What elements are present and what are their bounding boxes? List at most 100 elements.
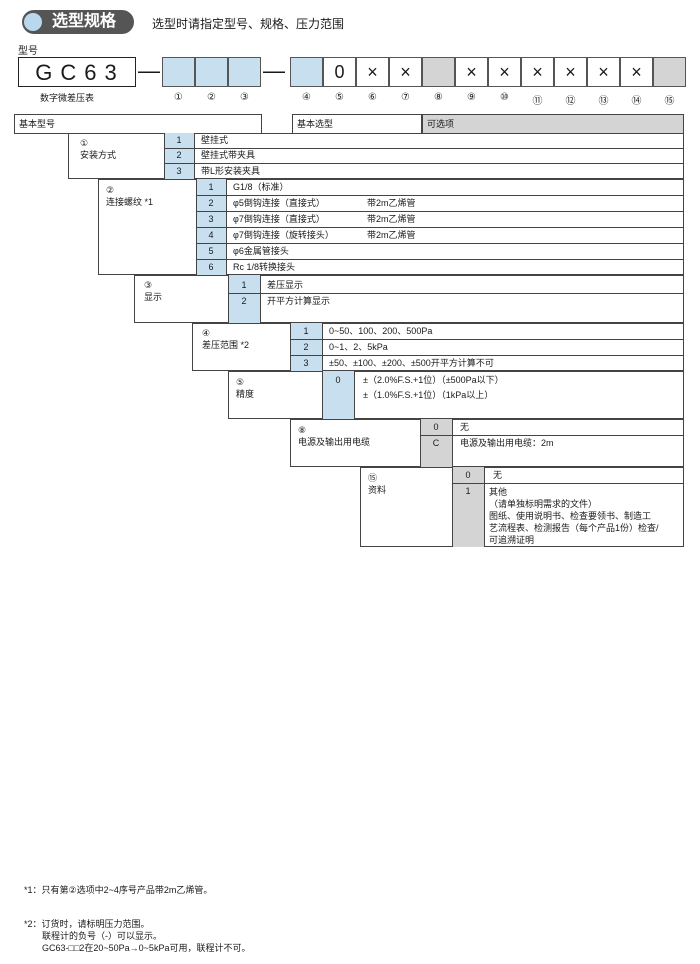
option-desc-line: 可追溯证明 (489, 535, 535, 545)
option-code: 1 (303, 326, 309, 336)
slot-number: ⑥ (368, 92, 377, 103)
model-slot: × (554, 57, 587, 87)
option-desc-line: （请单独标明需求的文件） (489, 499, 598, 509)
model-slot (228, 57, 261, 87)
option-desc: Rc 1/8转换接头 (233, 262, 296, 272)
bar-basic-selection: 基本选型 (292, 114, 422, 134)
option-desc: ±（2.0%F.S.+1位）（±500Pa以下） (363, 375, 504, 385)
option-desc-line: 其他 (489, 487, 508, 497)
option-code: 2 (303, 342, 309, 352)
section-display-num: ③ (144, 280, 153, 290)
section-mounting-num: ① (80, 138, 89, 148)
option-desc: 壁挂式带夹具 (201, 150, 256, 160)
section-thread-num: ② (106, 185, 115, 195)
model-slot: 0 (323, 57, 356, 87)
option-desc-2: ±（1.0%F.S.+1位）（1kPa以上） (363, 390, 494, 400)
option-desc: ±50、±100、±200、±500开平方计算不可 (329, 358, 494, 368)
option-desc: φ6金属管接头 (233, 246, 289, 256)
slot-number: ⑫ (565, 96, 576, 107)
option-code: 3 (303, 358, 309, 368)
option-desc: G1/8（标准） (233, 182, 289, 192)
option-desc: 壁挂式 (201, 135, 229, 145)
slot-number: ⑦ (401, 92, 410, 103)
section-range-num: ④ (202, 328, 211, 338)
option-desc: φ5倒钩连接（直接式） (233, 198, 325, 208)
model-slot (653, 57, 686, 87)
option-desc: φ7倒钩连接（旋转接头） (233, 230, 334, 240)
section-cable (290, 419, 684, 467)
option-code: 2 (176, 150, 182, 160)
slot-number: ③ (240, 92, 249, 103)
option-desc: 0~1、2、5kPa (329, 342, 388, 352)
option-code: 5 (208, 246, 214, 256)
header-subtitle: 选型时请指定型号、规格、压力范围 (152, 17, 345, 31)
model-slot: × (587, 57, 620, 87)
option-code: 4 (208, 230, 214, 240)
section-documents-num: ⑮ (368, 473, 378, 483)
model-slot: × (455, 57, 488, 87)
section-range (192, 323, 684, 371)
slot-number: ① (174, 92, 183, 103)
option-code: 0 (335, 375, 341, 385)
option-desc: 无 (460, 422, 470, 432)
option-code: 1 (241, 280, 247, 290)
slot-number: ⑨ (467, 92, 476, 103)
bar-basic-model: 基本型号 (14, 114, 262, 134)
model-slot (290, 57, 323, 87)
option-code: C (432, 438, 440, 448)
slot-number: ⑩ (500, 92, 509, 103)
section-accuracy-title: 精度 (236, 389, 255, 399)
option-desc: 无 (493, 470, 503, 480)
model-slot (162, 57, 195, 87)
dash-2: — (263, 58, 285, 83)
footnote-2-line2: 联程计的负号（-）可以显示。 (42, 931, 162, 941)
model-slot: × (389, 57, 422, 87)
option-code: 3 (208, 214, 214, 224)
section-display (134, 275, 684, 323)
footnote-1: *1：只有第②选项中2~4序号产品带2m乙烯管。 (24, 885, 213, 895)
option-desc: 电源及输出用电缆：2m (460, 438, 554, 448)
option-code: 1 (176, 135, 182, 145)
section-documents (360, 467, 684, 547)
dash-1: — (138, 58, 160, 83)
slot-number: ⑭ (631, 96, 642, 107)
option-extra: 带2m乙烯管 (367, 198, 416, 208)
option-desc: 带L形安装夹具 (201, 166, 261, 176)
section-thread-title: 连接螺纹 *1 (106, 197, 154, 207)
option-desc-line: 图纸、使用说明书、检查要领书、制造工 (489, 511, 652, 521)
section-accuracy (228, 371, 684, 419)
model-slot: × (620, 57, 653, 87)
model-slot: × (488, 57, 521, 87)
option-code: 3 (176, 166, 182, 176)
slot-number: ⑮ (664, 96, 675, 107)
bar-optional: 可选项 (422, 114, 684, 134)
slot-number: ⑤ (335, 92, 344, 103)
model-slot (422, 57, 455, 87)
option-desc: 差压显示 (267, 280, 304, 290)
option-code: 2 (241, 296, 247, 306)
option-extra: 带2m乙烯管 (367, 230, 416, 240)
option-extra: 带2m乙烯管 (367, 214, 416, 224)
model-base-box: GC63 (18, 57, 136, 87)
option-desc: 0~50、100、200、500Pa (329, 326, 433, 336)
section-mounting (68, 133, 684, 179)
header-bullet-icon (24, 13, 42, 31)
model-label: 型号 (18, 46, 38, 57)
model-name: 数字微差压表 (40, 93, 95, 103)
section-display-title: 显示 (144, 292, 163, 302)
option-desc: 开平方计算显示 (267, 296, 331, 306)
slot-number: ⑧ (434, 92, 443, 103)
model-slot: × (521, 57, 554, 87)
slot-number: ⑪ (532, 96, 543, 107)
option-code: 6 (208, 262, 214, 272)
section-cable-num: ⑧ (298, 425, 307, 435)
model-slot (195, 57, 228, 87)
option-code: 1 (208, 182, 214, 192)
footnote-2-line1: *2：订货时，请标明压力范围。 (24, 919, 150, 929)
section-mounting-title: 安装方式 (80, 150, 117, 160)
section-cable-title: 电源及输出用电缆 (298, 437, 371, 447)
section-range-title: 差压范围 *2 (202, 340, 250, 350)
slot-number: ② (207, 92, 216, 103)
footnote-2-line3: GC63-□□2在20~50Pa→0~5kPa可用，联程计不可。 (42, 943, 251, 953)
option-desc: φ7倒钩连接（直接式） (233, 214, 325, 224)
